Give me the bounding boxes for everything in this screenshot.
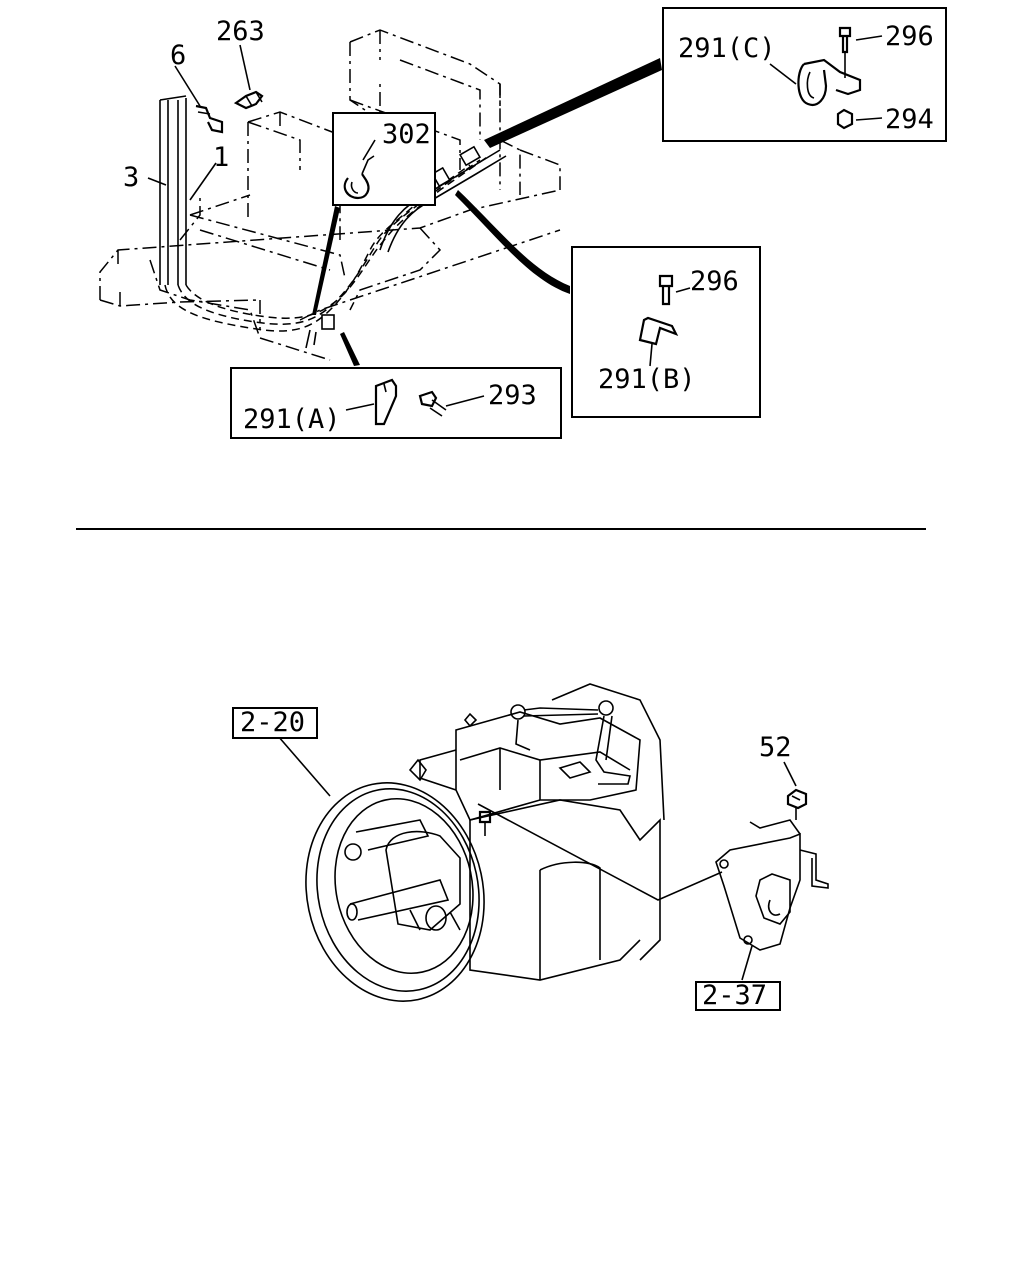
label-52: 52 xyxy=(759,732,792,763)
inset-291a: 291(A) 293 xyxy=(230,367,562,439)
callout-wedge-291b xyxy=(455,190,570,294)
label-1: 1 xyxy=(213,142,229,173)
inset-302: 302 xyxy=(332,112,436,206)
label-294: 294 xyxy=(885,104,934,135)
transmission-drawing xyxy=(277,683,829,1002)
label-3: 3 xyxy=(123,162,139,193)
label-291b: 291(B) xyxy=(598,364,696,395)
label-6: 6 xyxy=(170,40,186,71)
label-263: 263 xyxy=(216,16,265,47)
callout-wedge-291a xyxy=(340,332,360,366)
label-2-37: 2-37 xyxy=(702,980,767,1011)
label-293: 293 xyxy=(488,380,537,411)
inset-291b: 296 291(B) xyxy=(571,246,761,418)
callout-wedge-291c xyxy=(484,58,662,148)
label-291a: 291(A) xyxy=(243,404,341,435)
label-296-c: 296 xyxy=(885,21,934,52)
callout-wedge-302 xyxy=(312,206,340,315)
label-box-2-37: 2-37 xyxy=(695,980,781,1011)
label-2-20: 2-20 xyxy=(240,707,305,738)
label-291c: 291(C) xyxy=(678,33,776,64)
label-296-b: 296 xyxy=(690,266,739,297)
label-box-2-20: 2-20 xyxy=(232,707,318,739)
chassis-frame-drawing xyxy=(99,29,561,361)
inset-291c: 291(C) 296 294 xyxy=(662,7,947,142)
label-302: 302 xyxy=(382,119,431,150)
